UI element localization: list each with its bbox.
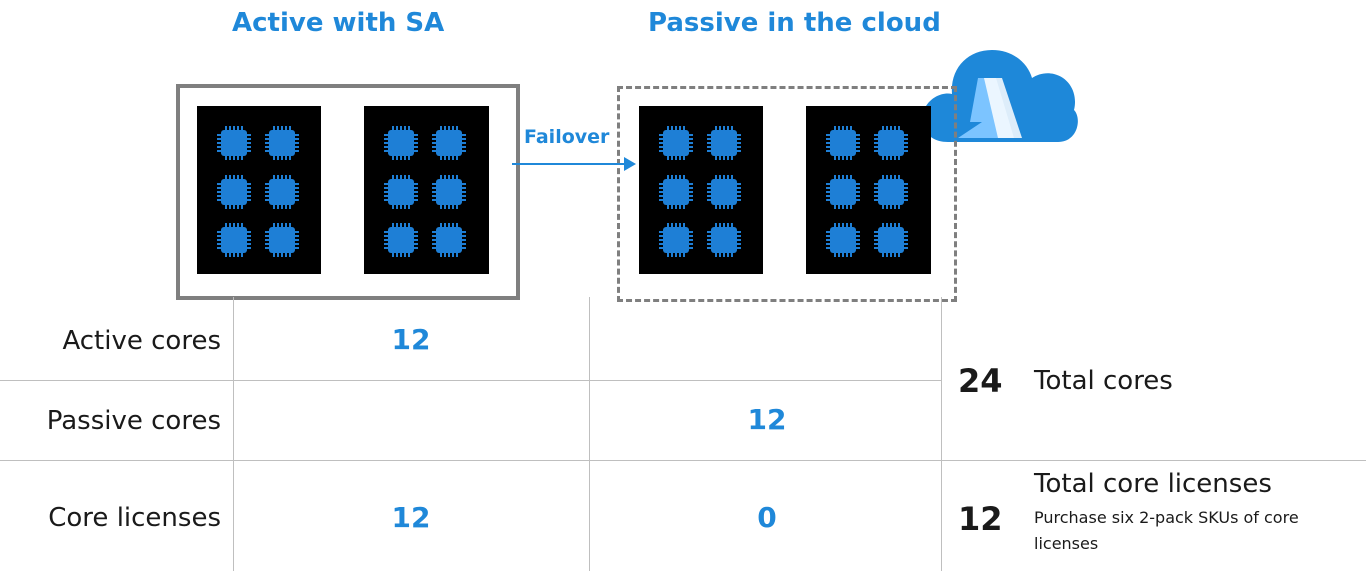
azure-cloud-icon bbox=[922, 50, 1078, 142]
core-licenses-passive-value: 0 bbox=[757, 501, 777, 534]
cpu-chip-icon bbox=[659, 175, 693, 209]
cpu-chip-icon bbox=[707, 223, 741, 257]
cpu-chip-icon bbox=[265, 126, 299, 160]
cpu-chip-icon bbox=[659, 223, 693, 257]
cpu-chip-icon bbox=[217, 126, 251, 160]
active-cores-value: 12 bbox=[391, 323, 431, 356]
cpu-chip-icon bbox=[874, 175, 908, 209]
total-cores-value: 24 bbox=[958, 362, 1003, 400]
cpu-chip-icon bbox=[265, 175, 299, 209]
active-heading: Active with SA bbox=[232, 8, 445, 38]
cpu-chip-icon bbox=[265, 223, 299, 257]
cpu-chip-icon bbox=[432, 223, 466, 257]
table-divider bbox=[233, 297, 234, 571]
cpu-chip-icon bbox=[432, 175, 466, 209]
table-divider bbox=[0, 460, 1366, 461]
row-label-passive-cores: Passive cores bbox=[46, 406, 221, 436]
total-licenses-note: Purchase six 2-pack SKUs of core license… bbox=[1034, 508, 1299, 553]
cpu-chip-icon bbox=[874, 126, 908, 160]
failover-arrow-icon bbox=[512, 157, 636, 171]
passive-server-1 bbox=[639, 106, 763, 274]
cpu-chip-icon bbox=[432, 126, 466, 160]
cpu-chip-icon bbox=[826, 126, 860, 160]
passive-cores-value: 12 bbox=[747, 403, 787, 436]
failover-label: Failover bbox=[524, 126, 610, 148]
active-server-2 bbox=[364, 106, 489, 274]
total-licenses-label: Total core licenses bbox=[1034, 469, 1272, 499]
passive-heading: Passive in the cloud bbox=[648, 8, 941, 38]
cpu-chip-icon bbox=[384, 223, 418, 257]
cpu-chip-icon bbox=[826, 175, 860, 209]
table-divider bbox=[941, 297, 942, 571]
passive-server-group bbox=[617, 86, 957, 302]
cpu-chip-icon bbox=[659, 126, 693, 160]
passive-server-2 bbox=[806, 106, 931, 274]
row-label-core-licenses: Core licenses bbox=[48, 503, 221, 533]
table-divider bbox=[0, 380, 941, 381]
cpu-chip-icon bbox=[217, 223, 251, 257]
total-licenses-value: 12 bbox=[958, 500, 1003, 538]
cpu-chip-icon bbox=[384, 126, 418, 160]
cpu-chip-icon bbox=[874, 223, 908, 257]
cpu-chip-icon bbox=[217, 175, 251, 209]
row-label-active-cores: Active cores bbox=[62, 326, 221, 356]
active-server-1 bbox=[197, 106, 321, 274]
total-cores-label: Total cores bbox=[1034, 366, 1173, 396]
cpu-chip-icon bbox=[384, 175, 418, 209]
cpu-chip-icon bbox=[826, 223, 860, 257]
cpu-chip-icon bbox=[707, 175, 741, 209]
cpu-chip-icon bbox=[707, 126, 741, 160]
table-divider bbox=[589, 297, 590, 571]
core-licenses-active-value: 12 bbox=[391, 501, 431, 534]
